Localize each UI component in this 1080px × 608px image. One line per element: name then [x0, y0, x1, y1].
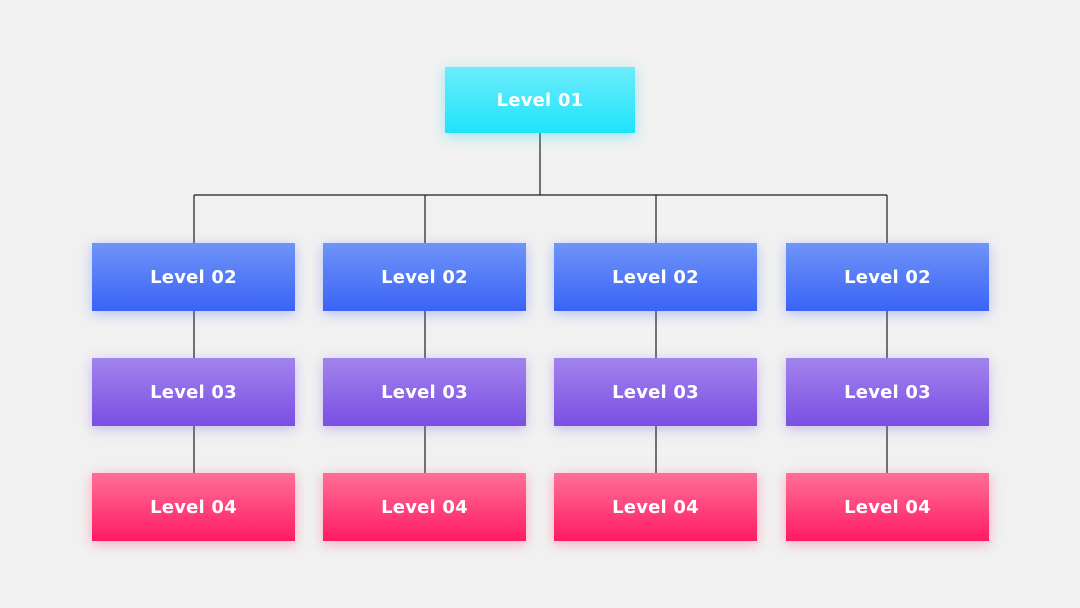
- level-03-node-3: Level 03: [554, 358, 757, 426]
- level-02-label-3: Level 02: [612, 266, 699, 288]
- level-03-node-1: Level 03: [92, 358, 295, 426]
- level-03-label-4: Level 03: [844, 381, 931, 403]
- level-02-label-4: Level 02: [844, 266, 931, 288]
- level-03-node-4: Level 03: [786, 358, 989, 426]
- level-03-label-2: Level 03: [381, 381, 468, 403]
- level-04-label-2: Level 04: [381, 496, 468, 518]
- level-02-node-3: Level 02: [554, 243, 757, 311]
- level-04-node-4: Level 04: [786, 473, 989, 541]
- level-02-label-1: Level 02: [150, 266, 237, 288]
- level-04-node-3: Level 04: [554, 473, 757, 541]
- level-02-node-4: Level 02: [786, 243, 989, 311]
- level-04-node-2: Level 04: [323, 473, 526, 541]
- level-02-node-1: Level 02: [92, 243, 295, 311]
- level-03-label-3: Level 03: [612, 381, 699, 403]
- level-04-node-1: Level 04: [92, 473, 295, 541]
- level-04-label-4: Level 04: [844, 496, 931, 518]
- level-02-node-2: Level 02: [323, 243, 526, 311]
- level-01-label: Level 01: [496, 89, 584, 111]
- level-03-node-2: Level 03: [323, 358, 526, 426]
- level-02-label-2: Level 02: [381, 266, 468, 288]
- level-04-label-3: Level 04: [612, 496, 699, 518]
- level-04-label-1: Level 04: [150, 496, 237, 518]
- level-03-label-1: Level 03: [150, 381, 237, 403]
- level-01-node: Level 01: [445, 67, 635, 133]
